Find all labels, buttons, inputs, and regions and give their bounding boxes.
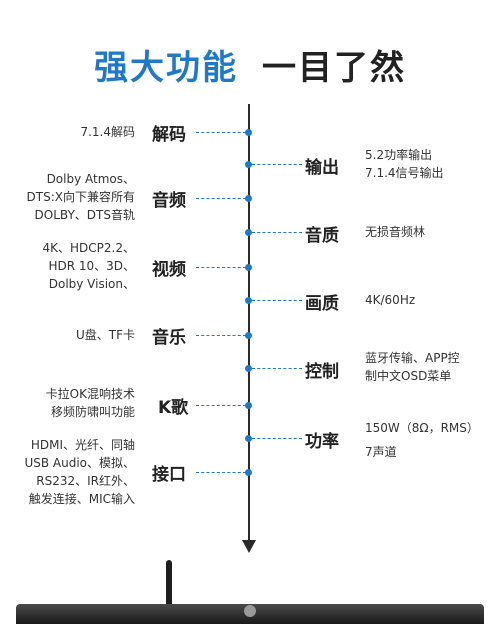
feature-label: K歌	[158, 398, 189, 418]
connector-line	[252, 232, 302, 233]
feature-label: 画质	[305, 294, 339, 314]
timeline-dot	[245, 435, 252, 442]
timeline-dot	[245, 229, 252, 236]
connector-line	[196, 198, 246, 199]
feature-label: 控制	[305, 362, 339, 382]
timeline-dot	[245, 161, 252, 168]
connector-line	[196, 335, 246, 336]
feature-label: 音频	[152, 191, 186, 211]
feature-desc: 5.2功率输出 7.1.4信号输出	[365, 148, 444, 180]
feature-desc: U盘、TF卡	[75, 328, 135, 342]
timeline-dot	[245, 129, 252, 136]
timeline-dot	[245, 469, 252, 476]
connector-line	[196, 267, 246, 268]
feature-desc: 4K、HDCP2.2、 HDR 10、3D、 Dolby Vision、	[42, 241, 135, 291]
connector-line	[252, 164, 302, 165]
feature-desc: 150W（8Ω，RMS） 7声道	[365, 421, 479, 459]
feature-desc: Dolby Atmos、 DTS:X向下兼容所有 DOLBY、DTS音轨	[26, 172, 135, 222]
feature-label: 接口	[152, 465, 186, 485]
title-rest: 一目了然	[262, 48, 406, 88]
connector-line	[252, 300, 302, 301]
title-highlight: 强大功能	[94, 48, 238, 88]
brand-logo-icon	[244, 605, 256, 617]
arrow-down-icon	[242, 540, 256, 553]
timeline-axis	[248, 104, 250, 542]
timeline-dot	[245, 297, 252, 304]
feature-label: 输出	[305, 158, 339, 178]
feature-desc: 4K/60Hz	[365, 293, 416, 307]
feature-desc: 卡拉OK混响技术 移频防啸叫功能	[45, 387, 135, 419]
feature-label: 解码	[152, 125, 186, 145]
connector-line	[252, 438, 302, 439]
device-antenna	[166, 560, 172, 606]
feature-label: 音乐	[152, 328, 186, 348]
feature-desc: HDMI、光纤、同轴 USB Audio、模拟、 RS232、IR红外、 触发连…	[24, 438, 135, 506]
timeline-dot	[245, 365, 252, 372]
timeline-dot	[245, 264, 252, 271]
timeline-dot	[245, 195, 252, 202]
feature-label: 功率	[305, 432, 339, 452]
feature-label: 音质	[305, 226, 339, 246]
timeline-dot	[245, 402, 252, 409]
connector-line	[196, 405, 246, 406]
feature-label: 视频	[152, 260, 186, 280]
timeline-dot	[245, 332, 252, 339]
page-title: 强大功能一目了然	[0, 40, 500, 89]
connector-line	[196, 132, 246, 133]
feature-desc: 无损音频林	[365, 225, 426, 239]
connector-line	[252, 368, 302, 369]
feature-desc: 7.1.4解码	[80, 125, 135, 139]
feature-desc: 蓝牙传输、APP控 制中文OSD菜单	[365, 351, 460, 383]
connector-line	[196, 472, 246, 473]
